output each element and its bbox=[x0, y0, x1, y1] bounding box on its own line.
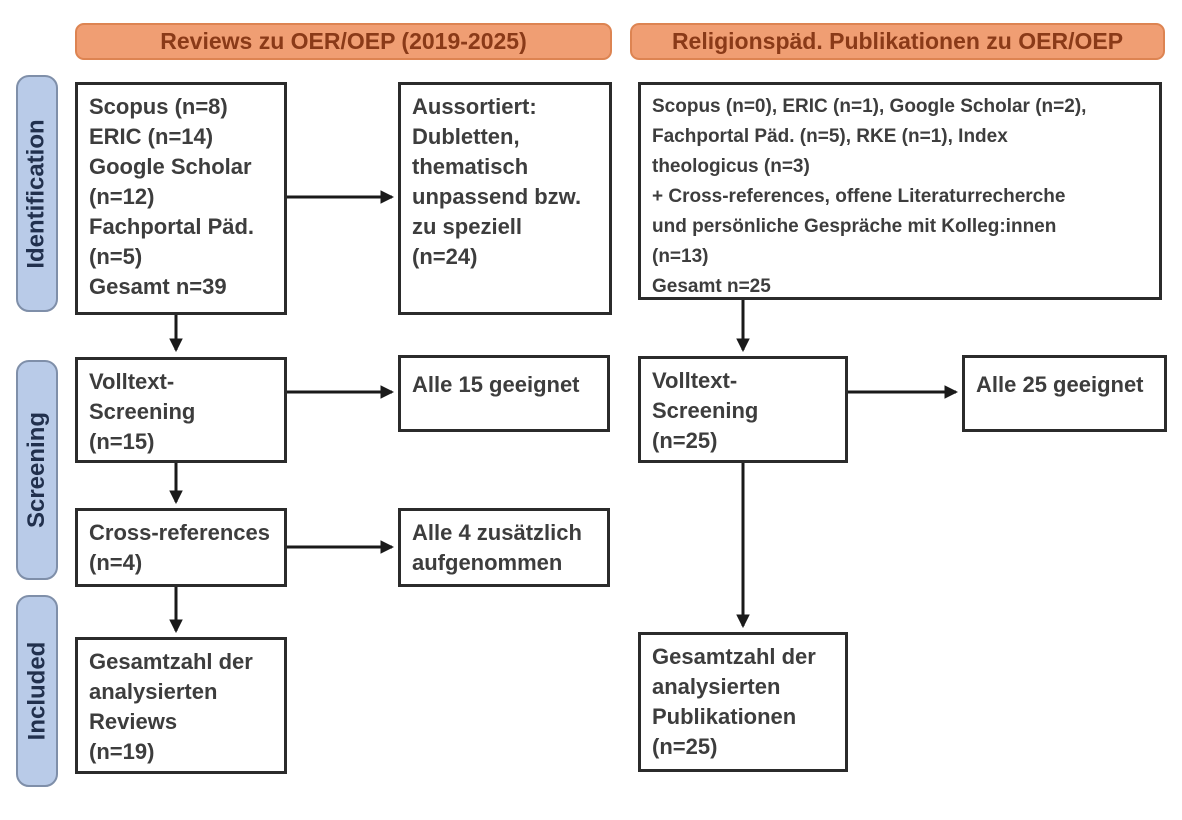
box-relpaed-sources: Scopus (n=0), ERIC (n=1), Google Scholar… bbox=[638, 82, 1162, 300]
stage-label-identification: Identification bbox=[16, 75, 58, 312]
box-reviews-fulltext-screening: Volltext- Screening (n=15) bbox=[75, 357, 287, 463]
box-reviews-excluded: Aussortiert: Dubletten, thematisch unpas… bbox=[398, 82, 612, 315]
box-reviews-sources: Scopus (n=8) ERIC (n=14) Google Scholar … bbox=[75, 82, 287, 315]
box-relpaed-included-total: Gesamtzahl der analysierten Publikatione… bbox=[638, 632, 848, 772]
stage-label-screening-text: Screening bbox=[23, 411, 51, 529]
stage-label-included-text: Included bbox=[23, 641, 51, 741]
box-relpaed-fulltext-screening: Volltext- Screening (n=25) bbox=[638, 356, 848, 463]
box-reviews-fulltext-result: Alle 15 geeignet bbox=[398, 355, 610, 432]
box-reviews-included-total: Gesamtzahl der analysierten Reviews (n=1… bbox=[75, 637, 287, 774]
box-reviews-crossreferences: Cross-references (n=4) bbox=[75, 508, 287, 587]
stage-label-identification-text: Identification bbox=[23, 118, 50, 269]
stage-label-screening: Screening bbox=[16, 360, 58, 580]
box-reviews-crossreferences-result: Alle 4 zusätzlich aufgenommen bbox=[398, 508, 610, 587]
box-relpaed-fulltext-result: Alle 25 geeignet bbox=[962, 355, 1167, 432]
stage-label-included: Included bbox=[16, 595, 58, 787]
column-header-religionspaed: Religionspäd. Publikationen zu OER/OEP bbox=[630, 23, 1165, 60]
column-header-reviews: Reviews zu OER/OEP (2019-2025) bbox=[75, 23, 612, 60]
